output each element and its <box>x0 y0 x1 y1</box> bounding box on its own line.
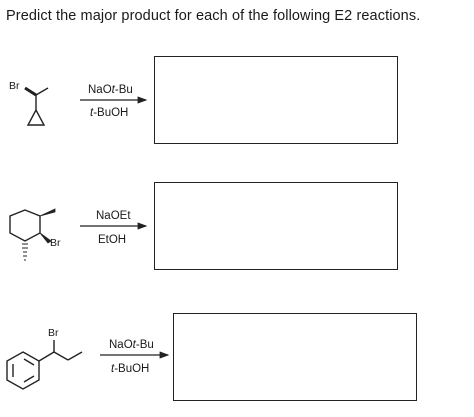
answer-box-3[interactable] <box>173 313 417 401</box>
answer-box-2[interactable] <box>154 182 398 270</box>
reaction-2-solvent: EtOH <box>98 234 127 246</box>
substrate-3-br-label: Br <box>48 327 59 339</box>
question-title: Predict the major product for each of th… <box>6 8 421 24</box>
substrate-2-structure <box>9 208 56 261</box>
reaction-3-reagent: NaOt-Bu <box>109 339 154 351</box>
reaction-1-solvent: t-BuOH <box>90 107 129 119</box>
reaction-3-solvent: t-BuOH <box>111 363 150 375</box>
answer-box-1[interactable] <box>154 56 398 144</box>
reaction-2-reagent: NaOEt <box>96 210 131 222</box>
substrate-1-structure <box>24 86 49 126</box>
substrate-3-structure <box>6 340 83 390</box>
substrate-2-br-label: Br <box>50 237 61 249</box>
substrate-1-br-label: Br <box>9 80 20 92</box>
reaction-1-reagent: NaOt-Bu <box>88 84 133 96</box>
